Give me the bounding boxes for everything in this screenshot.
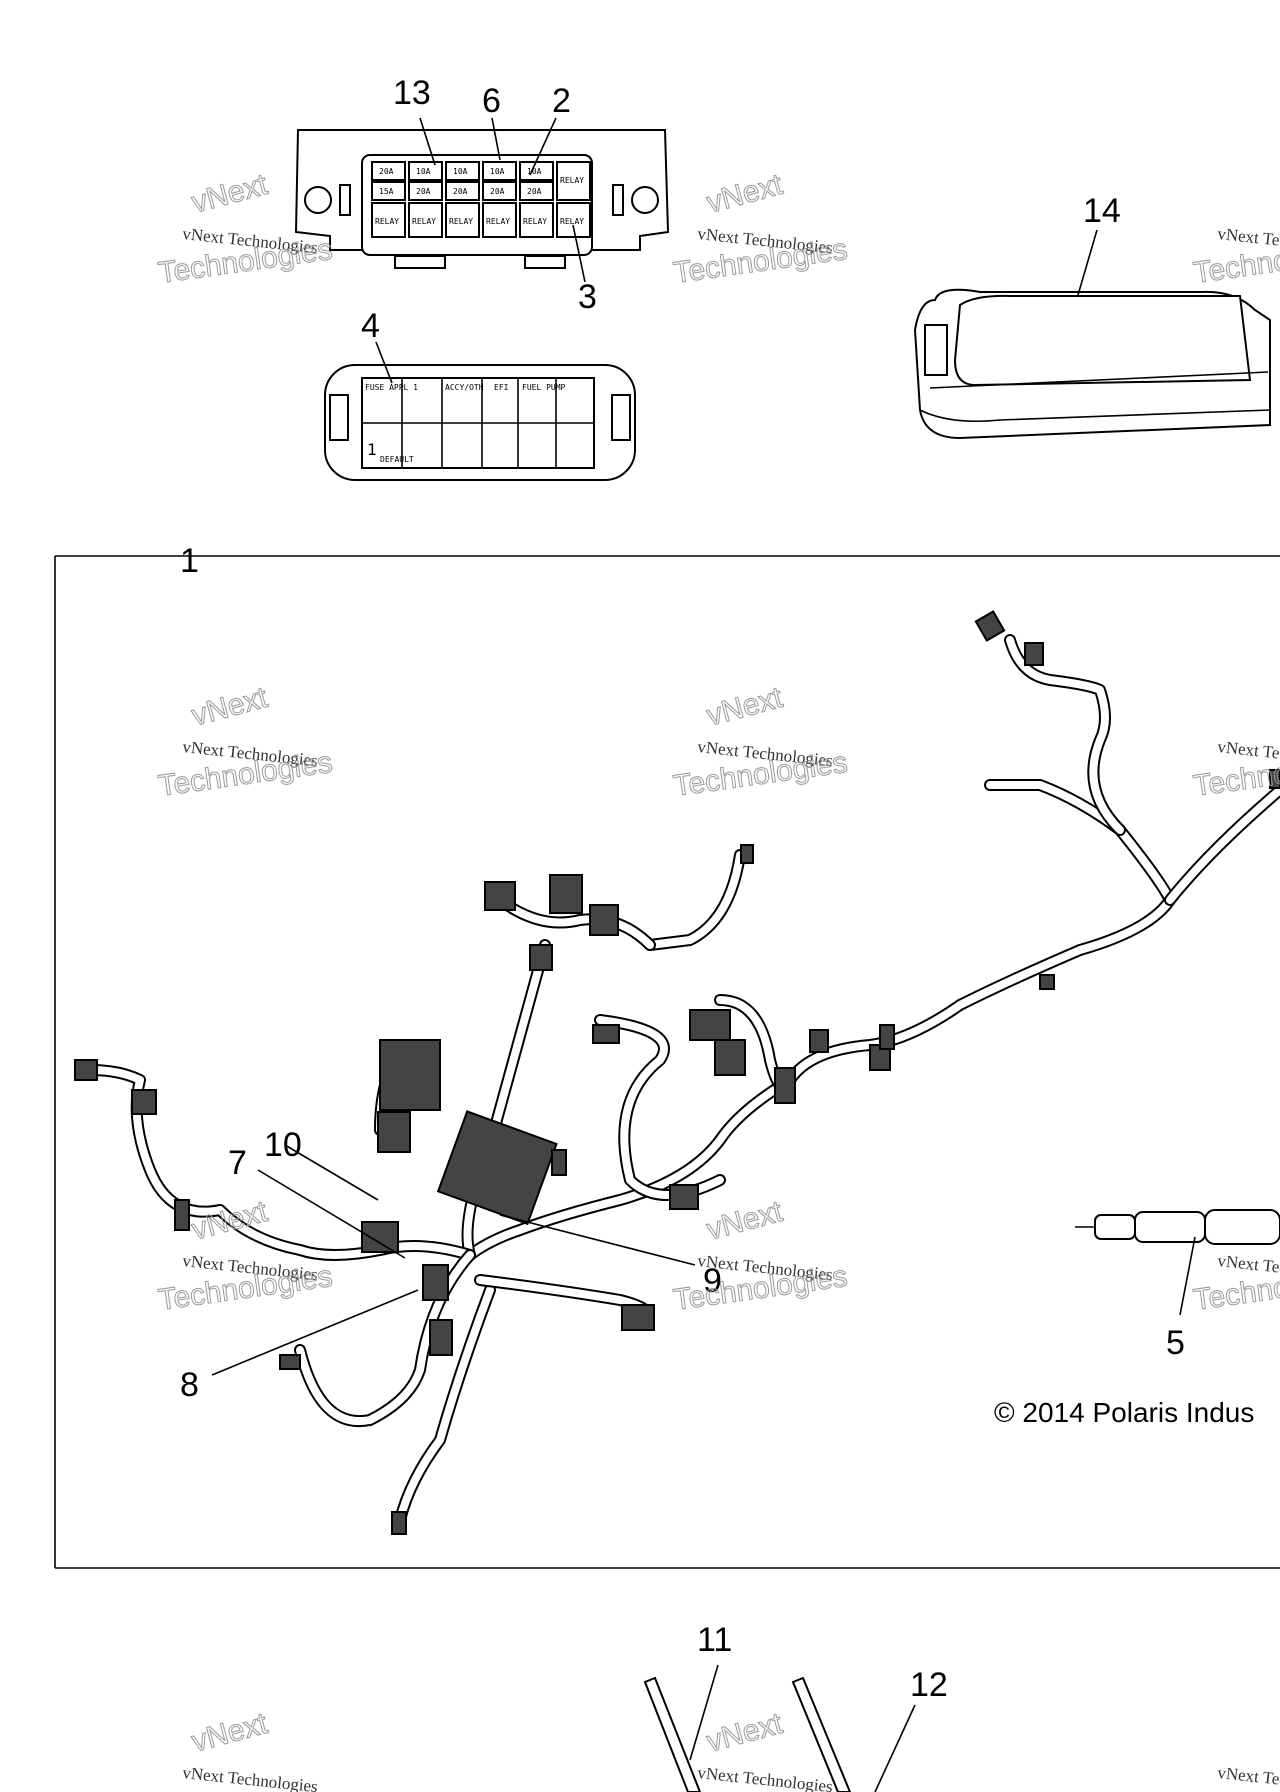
watermark-vnext: vNext xyxy=(188,168,271,220)
callout-4: 4 xyxy=(361,307,380,345)
callout-5: 5 xyxy=(1166,1324,1185,1362)
watermark-vnext: vNext xyxy=(703,1707,786,1759)
cover-label-6: DEFAULT xyxy=(380,455,414,464)
watermark: vNext vNext Technologies xyxy=(182,1706,319,1792)
callout-2: 2 xyxy=(552,82,571,120)
relay-label-1: RELAY xyxy=(375,217,399,226)
callout-1: 1 xyxy=(180,542,199,580)
harness-connectors xyxy=(74,610,1280,1535)
fuse-box: 20A 10A 10A 10A 10A RELAY 15A 20A 20A 20… xyxy=(294,129,670,269)
watermark-vnext: vNext xyxy=(703,1195,786,1247)
copyright-notice: © 2014 Polaris Indus xyxy=(994,1397,1254,1428)
watermark: vNext vNext Technologies Technologies xyxy=(156,680,335,803)
watermark: vNext vNext Technologies Technologies xyxy=(671,680,850,803)
fuse-label-4: 10A xyxy=(490,167,505,176)
cover-14: 14 xyxy=(913,192,1271,440)
watermark-text: vNext Technologies xyxy=(182,1763,319,1792)
cover-label-3: EFI xyxy=(494,383,509,392)
fuse-label-8: 20A xyxy=(416,187,431,196)
fuse-label-6: RELAY xyxy=(560,176,584,185)
watermark-text: vNext Technologies xyxy=(1217,1763,1280,1792)
watermark: vNext vNext Technologies Technologies xyxy=(671,167,850,290)
relay-label-3: RELAY xyxy=(449,217,473,226)
parts-11-12: 11 12 xyxy=(643,1621,948,1792)
callout-11: 11 xyxy=(697,1621,732,1659)
watermark: vNext vNext Technologies Technologies xyxy=(671,1194,850,1317)
cover-label-4: FUEL PUMP xyxy=(522,383,566,392)
watermark-vnext: vNext xyxy=(703,681,786,733)
fuse-box-cover: FUSE APPL 1 ACCY/OTH EFI FUEL PUMP 1 DEF… xyxy=(324,307,636,481)
harness-callouts: 10 7 8 9 xyxy=(180,1126,722,1404)
callout-9: 9 xyxy=(703,1262,722,1300)
watermark-vnext: vNext xyxy=(703,168,786,220)
callout-10: 10 xyxy=(264,1126,302,1164)
watermark-vnext: vNext xyxy=(188,681,271,733)
cover-label-2: ACCY/OTH xyxy=(445,383,484,392)
watermark: vNext Technologies Technologies xyxy=(1191,224,1280,290)
callout-8: 8 xyxy=(180,1366,199,1404)
callout-13: 13 xyxy=(393,74,431,112)
fuse-label-9: 20A xyxy=(453,187,468,196)
fuse-label-1: 20A xyxy=(379,167,394,176)
fuse-label-10: 20A xyxy=(490,187,505,196)
harness-frame: 1 xyxy=(54,542,1280,1569)
callout-7: 7 xyxy=(228,1144,247,1182)
cover-label-1: FUSE APPL 1 xyxy=(365,383,418,392)
fuse-label-11: 20A xyxy=(527,187,542,196)
callout-12: 12 xyxy=(910,1666,948,1704)
watermark: vNext Technologies Technologies xyxy=(1191,1251,1280,1317)
watermark: vNext Technologies Technologies xyxy=(1191,737,1280,803)
relay-label-2: RELAY xyxy=(412,217,436,226)
cover-label-5: 1 xyxy=(367,440,377,459)
fuse-label-5: 10A xyxy=(527,167,542,176)
fuse-label-7: 15A xyxy=(379,187,394,196)
watermark: vNext Technologies xyxy=(1217,1763,1280,1792)
relay-label-5: RELAY xyxy=(523,217,547,226)
callout-3: 3 xyxy=(578,278,597,316)
fuse-box-callouts: 13 6 2 3 xyxy=(393,74,597,316)
fuse-label-3: 10A xyxy=(453,167,468,176)
watermark-text: vNext Technologies xyxy=(697,1763,834,1792)
inline-fuse-5: 5 xyxy=(1075,1209,1280,1362)
callout-14: 14 xyxy=(1083,192,1121,230)
fuse-label-2: 10A xyxy=(416,167,431,176)
relay-label-4: RELAY xyxy=(486,217,510,226)
callout-6: 6 xyxy=(482,82,501,120)
watermark-vnext: vNext xyxy=(188,1707,271,1759)
relay-label-6: RELAY xyxy=(560,217,584,226)
